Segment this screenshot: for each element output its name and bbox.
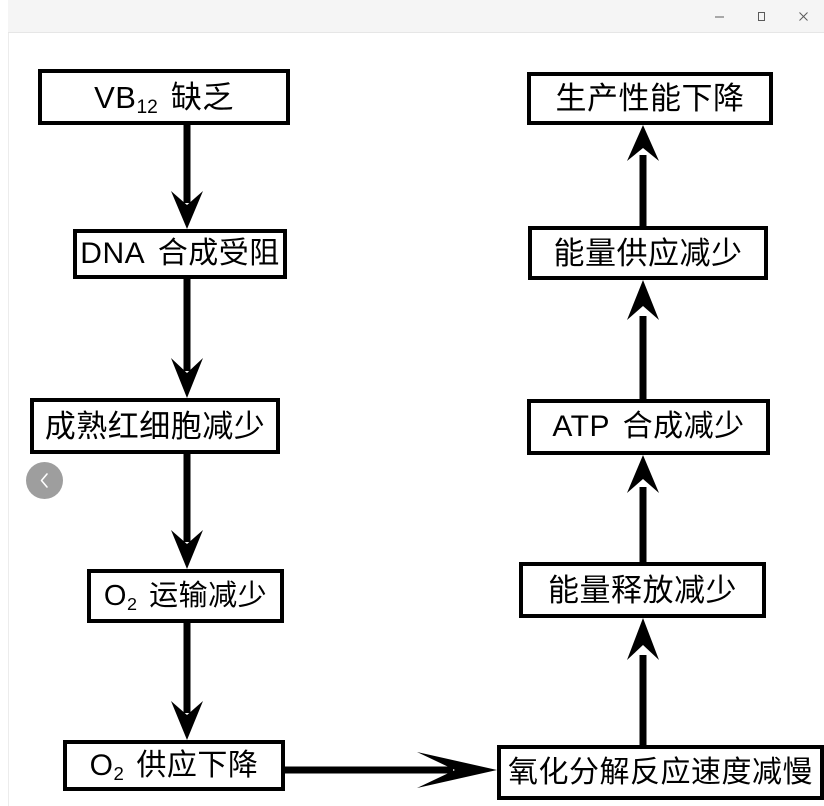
node-energy-supply[interactable]: 能量供应减少 [528,226,768,280]
arrow-atp-to-energy-supply [620,280,666,399]
arrow-dna-to-rbc [164,279,210,398]
minimize-icon [714,11,725,22]
node-mature-rbc[interactable]: 成熟红细胞减少 [30,398,280,454]
window-controls [698,0,824,33]
node-mature-rbc-label: 成熟红细胞减少 [44,408,266,444]
chevron-left-icon [37,472,52,489]
node-energy-supply-label: 能量供应减少 [553,235,743,271]
minimize-button[interactable] [698,0,740,33]
node-oxidation[interactable]: 氧化分解反应速度减慢 [497,745,824,800]
node-production-performance-label: 生产性能下降 [555,81,745,116]
back-button[interactable] [26,462,63,499]
arrow-energy-supply-to-performance [620,125,666,226]
subscript: 2 [113,762,124,784]
node-production-performance[interactable]: 生产性能下降 [527,72,773,125]
arrow-vb12-to-dna [164,125,210,229]
node-energy-release-label: 能量释放减少 [548,572,737,608]
page-left-border [8,33,9,806]
maximize-button[interactable] [740,0,782,33]
arrow-energy-release-to-atp [620,455,666,562]
node-oxidation-label: 氧化分解反应速度减慢 [508,755,813,789]
node-energy-release[interactable]: 能量释放减少 [519,562,766,618]
maximize-icon [756,11,767,22]
close-button[interactable] [782,0,824,33]
close-icon [798,11,809,22]
arrow-o2-transport-to-o2-supply [164,623,210,740]
window-titlebar [8,0,824,33]
arrow-o2-supply-to-oxidation [285,746,497,794]
arrow-rbc-to-o2-transport [164,454,210,569]
subscript: 12 [136,96,158,118]
subscript: 2 [126,593,137,614]
arrow-oxidation-to-energy-release [620,618,666,745]
